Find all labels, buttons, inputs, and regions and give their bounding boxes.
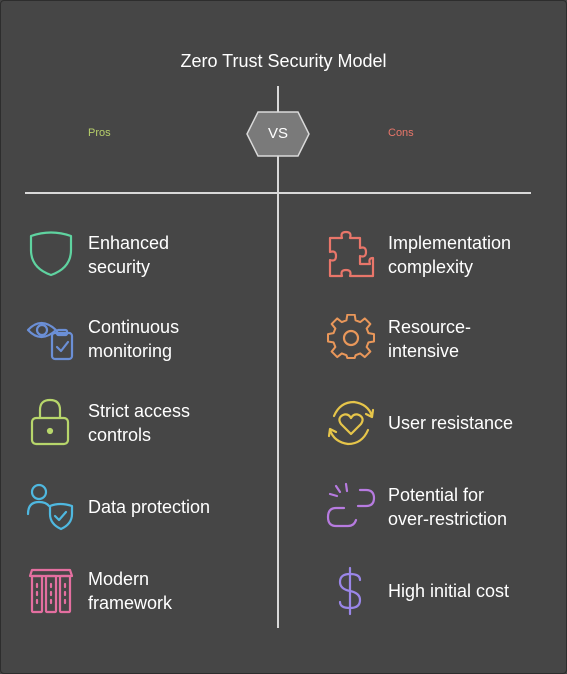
padlock-icon xyxy=(30,398,70,446)
cons-label: Cons xyxy=(388,127,414,139)
diagram-title: Zero Trust Security Model xyxy=(180,51,387,71)
dollar-icon xyxy=(338,566,362,616)
pro-label: Data protection xyxy=(88,497,211,517)
double-arrow-icon xyxy=(246,111,310,157)
vs-badge: VS xyxy=(246,109,310,159)
heart-cycle-icon xyxy=(327,400,375,446)
con-label: Resource-intensive xyxy=(388,317,472,361)
user-shield-icon xyxy=(26,483,74,531)
shield-icon xyxy=(29,231,73,277)
gear-icon xyxy=(326,314,376,360)
building-columns-icon xyxy=(28,568,74,614)
horizontal-divider xyxy=(25,192,531,194)
con-label: User resistance xyxy=(388,413,514,433)
con-label: High initial cost xyxy=(388,581,510,601)
vertical-divider xyxy=(277,86,279,628)
pros-label: Pros xyxy=(88,127,111,139)
vs-label: VS xyxy=(267,125,288,142)
puzzle-piece-icon xyxy=(328,230,375,278)
eye-clipboard-icon xyxy=(26,321,74,361)
broken-link-icon xyxy=(326,482,376,528)
